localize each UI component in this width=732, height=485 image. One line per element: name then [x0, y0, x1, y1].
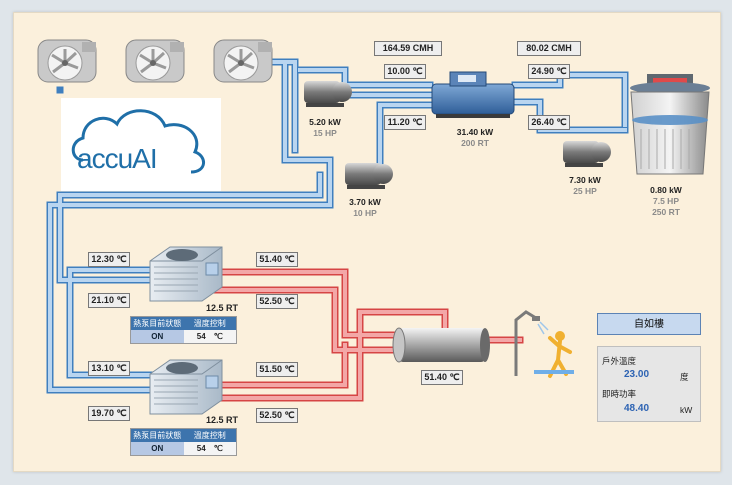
hp2-chw-in-temp: 13.10 ℃ — [88, 361, 130, 376]
hp1-hw-out-temp: 51.40 ℃ — [256, 252, 298, 267]
outdoor-info-panel: 戶外溫度 23.00 度 即時功率 48.40 kW — [597, 346, 701, 422]
shower-person-icon — [514, 310, 574, 378]
chiller-kw: 31.40 kW — [456, 127, 494, 137]
hp2-capacity: 12.5 RT — [206, 415, 239, 425]
chw-return-temp: 11.20 ℃ — [384, 115, 426, 130]
temp-control-header: 溫度控制 — [193, 319, 226, 328]
temp-control-header: 溫度控制 — [193, 431, 226, 440]
tower-rt: 250 RT — [652, 207, 680, 217]
status-header: 熱泵目前狀態 — [133, 431, 182, 440]
hp1-setpoint-unit: ℃ — [213, 332, 223, 341]
fan-icon — [125, 39, 185, 83]
chiller-power: 31.40 kW 200 RT — [450, 127, 500, 149]
status-header: 熱泵目前狀態 — [133, 319, 182, 328]
hp1-capacity: 12.5 RT — [206, 303, 239, 313]
pump3-power: 7.30 kW 25 HP — [563, 175, 607, 197]
chw-supply-temp: 10.00 ℃ — [384, 64, 426, 79]
hp1-hw-in-temp: 52.50 ℃ — [256, 294, 298, 309]
tank-temp: 51.40 ℃ — [421, 370, 463, 385]
outdoor-temp-value: 23.00 — [624, 369, 650, 380]
building-select-button[interactable]: 自如樓 — [597, 313, 701, 335]
outdoor-temp-label: 戶外溫度 — [602, 356, 637, 366]
fan-icon — [37, 39, 97, 83]
tower-kw: 0.80 kW — [650, 185, 682, 195]
hp2-chw-out-temp: 19.70 ℃ — [88, 406, 130, 421]
water-tank-icon — [392, 327, 490, 363]
chiller-rt: 200 RT — [461, 138, 489, 148]
heat-pump-icon — [149, 359, 223, 415]
cw-supply-temp: 24.90 ℃ — [528, 64, 570, 79]
hp2-setpoint-field[interactable]: 54 ℃ — [183, 442, 236, 455]
tower-hp: 7.5 HP — [653, 196, 679, 206]
cw-return-temp: 26.40 ℃ — [528, 115, 570, 130]
chiller-icon — [431, 71, 515, 118]
power-unit: kW — [680, 405, 693, 415]
heat-pump-1-control: 熱泵目前狀態 溫度控制 ON 54 ℃ — [130, 316, 237, 344]
outdoor-temp-unit: 度 — [680, 372, 689, 382]
hot-water-pipes — [211, 268, 524, 402]
heat-pump-icon — [149, 246, 223, 302]
logo-text: accuAI — [77, 143, 158, 174]
tower-flow-label: 80.02 CMH — [517, 41, 581, 56]
pump3-hp: 25 HP — [573, 186, 597, 196]
condenser-flow-label: 164.59 CMH — [374, 41, 442, 56]
tower-power: 0.80 kW 7.5 HP 250 RT — [643, 185, 689, 218]
pump2-power: 3.70 kW 10 HP — [343, 197, 387, 219]
hp2-status-toggle[interactable]: ON — [131, 442, 184, 455]
power-value: 48.40 — [624, 403, 650, 414]
hp1-setpoint-value: 54 — [196, 332, 206, 341]
pump2-kw: 3.70 kW — [349, 197, 381, 207]
cooling-tower-icon — [630, 74, 710, 175]
hp1-status-toggle[interactable]: ON — [131, 330, 184, 343]
pump1-hp: 15 HP — [313, 128, 337, 138]
pump-icon — [304, 81, 352, 107]
pump-icon — [345, 163, 393, 189]
hp2-hw-in-temp: 52.50 ℃ — [256, 408, 298, 423]
power-label: 即時功率 — [602, 389, 637, 399]
hp2-setpoint-value: 54 — [196, 444, 206, 453]
hp1-chw-out-temp: 21.10 ℃ — [88, 293, 130, 308]
fan-icon — [213, 39, 273, 83]
heat-pump-2-control: 熱泵目前狀態 溫度控制 ON 54 ℃ — [130, 428, 237, 456]
hp1-setpoint-field[interactable]: 54 ℃ — [183, 330, 236, 343]
pump1-kw: 5.20 kW — [309, 117, 341, 127]
pump1-power: 5.20 kW 15 HP — [303, 117, 347, 139]
hp2-setpoint-unit: ℃ — [213, 444, 223, 453]
hp1-chw-in-temp: 12.30 ℃ — [88, 252, 130, 267]
hp2-hw-out-temp: 51.50 ℃ — [256, 362, 298, 377]
pump2-hp: 10 HP — [353, 208, 377, 218]
accuai-logo: accuAI — [61, 98, 221, 191]
pump3-kw: 7.30 kW — [569, 175, 601, 185]
pump-icon — [563, 141, 611, 167]
